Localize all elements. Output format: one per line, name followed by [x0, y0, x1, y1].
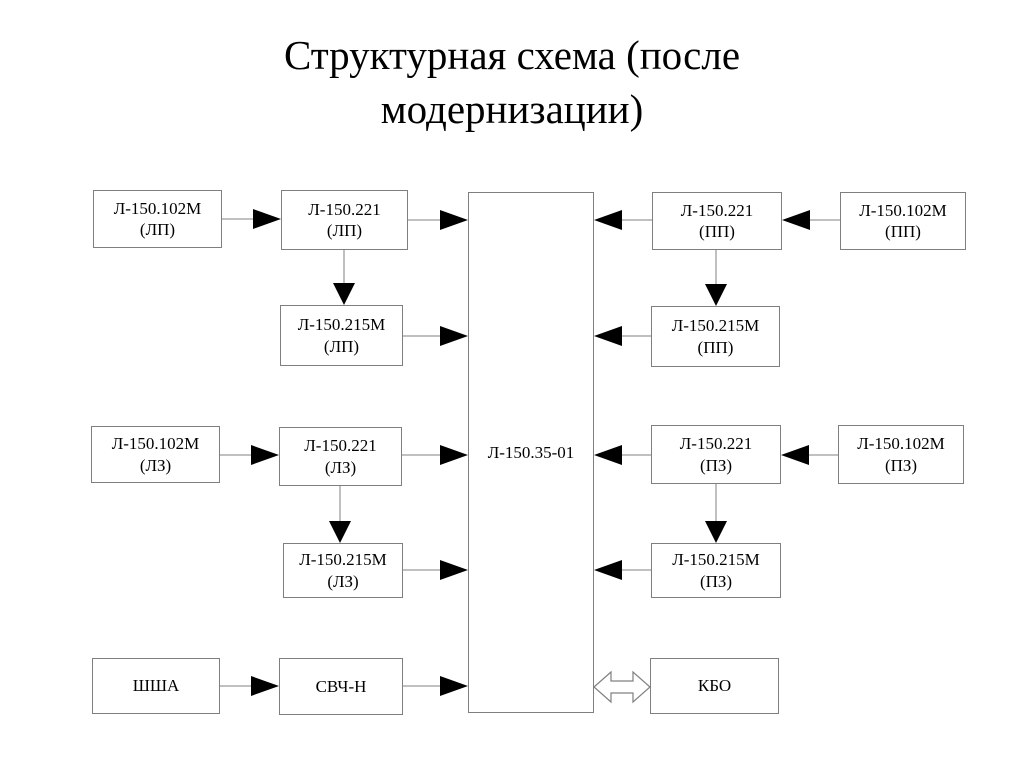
box-label: Л-150.102М [859, 200, 947, 220]
box-sublabel: (ПП) [697, 337, 734, 357]
box-label: Л-150.102М [113, 198, 202, 218]
box-sublabel: (ПП) [885, 222, 921, 241]
box-sublabel: (ПЗ) [699, 571, 733, 591]
box-label: Л-150.221 [304, 436, 377, 456]
box-l150-35-01-central: Л-150.35-01 [468, 192, 594, 713]
page-title-line2: модернизации) [380, 86, 644, 133]
arrow-pp102-to-pp221 [782, 210, 840, 230]
box-l150-215m-lz: Л-150.215М (ЛЗ) [283, 543, 403, 598]
box-label: Л-150.35-01 [487, 442, 575, 462]
box-label: Л-150.102М [111, 434, 200, 454]
page-title: Структурная схема (после модернизации) [0, 28, 1024, 136]
arrow-lz215-to-central [403, 560, 468, 580]
arrow-pz221-to-central [594, 445, 651, 465]
arrow-lz102-to-lz221 [220, 445, 279, 465]
box-sublabel: (ЛП) [326, 221, 363, 240]
arrow-pp221-down-to-pp215 [705, 250, 727, 306]
box-sublabel: (ПП) [699, 222, 735, 241]
box-sublabel: (ПЗ) [884, 455, 918, 475]
box-l150-221-lz: Л-150.221 (ЛЗ) [279, 427, 402, 486]
box-sublabel: (ЛЗ) [324, 457, 357, 477]
arrow-lp221-down-to-lp215 [333, 250, 355, 305]
box-l150-102m-pz: Л-150.102М (ПЗ) [838, 425, 964, 484]
box-sublabel: (ЛЗ) [327, 571, 359, 591]
box-shsha: ШША [92, 658, 220, 714]
double-arrow-central-kbo [593, 670, 651, 704]
arrow-pz215-to-central [594, 560, 651, 580]
box-svch-n: СВЧ-Н [279, 658, 403, 715]
box-label: ШША [132, 676, 180, 696]
box-label: Л-150.221 [680, 200, 754, 220]
page-title-line1: Структурная схема (после [283, 32, 741, 78]
box-label: Л-150.215М [672, 550, 760, 570]
box-label: Л-150.215М [297, 315, 386, 335]
box-label: Л-150.221 [679, 434, 753, 454]
box-l150-221-pz: Л-150.221 (ПЗ) [651, 425, 781, 484]
arrow-pp215-to-central [594, 326, 651, 346]
box-label: СВЧ-Н [315, 676, 367, 696]
box-sublabel: (ЛЗ) [139, 455, 172, 475]
box-l150-102m-lp: Л-150.102М (ЛП) [93, 190, 222, 248]
arrow-lz221-down-to-lz215 [329, 486, 351, 543]
arrow-lz221-to-central [402, 445, 468, 465]
arrow-pz221-down-to-pz215 [705, 484, 727, 543]
box-kbo: КБО [650, 658, 779, 714]
box-l150-221-lp: Л-150.221 (ЛП) [281, 190, 408, 250]
box-label: КБО [697, 676, 732, 696]
arrow-lp221-to-central [408, 210, 468, 230]
arrow-shsha-to-svch [220, 676, 279, 696]
box-l150-215m-pz: Л-150.215М (ПЗ) [651, 543, 781, 598]
arrow-pp221-to-central [594, 210, 652, 230]
box-l150-215m-pp: Л-150.215М (ПП) [651, 306, 780, 367]
box-l150-102m-lz: Л-150.102М (ЛЗ) [91, 426, 220, 483]
box-sublabel: (ПЗ) [699, 455, 733, 475]
box-l150-221-pp: Л-150.221 (ПП) [652, 192, 782, 250]
box-l150-102m-pp: Л-150.102М (ПП) [840, 192, 966, 250]
box-sublabel: (ЛП) [139, 220, 176, 239]
box-label: Л-150.221 [308, 199, 381, 219]
arrow-svch-to-central [403, 676, 468, 696]
box-label: Л-150.215М [299, 550, 387, 570]
arrow-pz102-to-pz221 [781, 445, 838, 465]
box-sublabel: (ЛП) [323, 336, 360, 356]
box-label: Л-150.215М [671, 316, 760, 336]
arrow-lp102-to-lp221 [222, 209, 281, 229]
arrow-lp215-to-central [403, 326, 468, 346]
box-label: Л-150.102М [857, 434, 945, 454]
box-l150-215m-lp: Л-150.215М (ЛП) [280, 305, 403, 366]
